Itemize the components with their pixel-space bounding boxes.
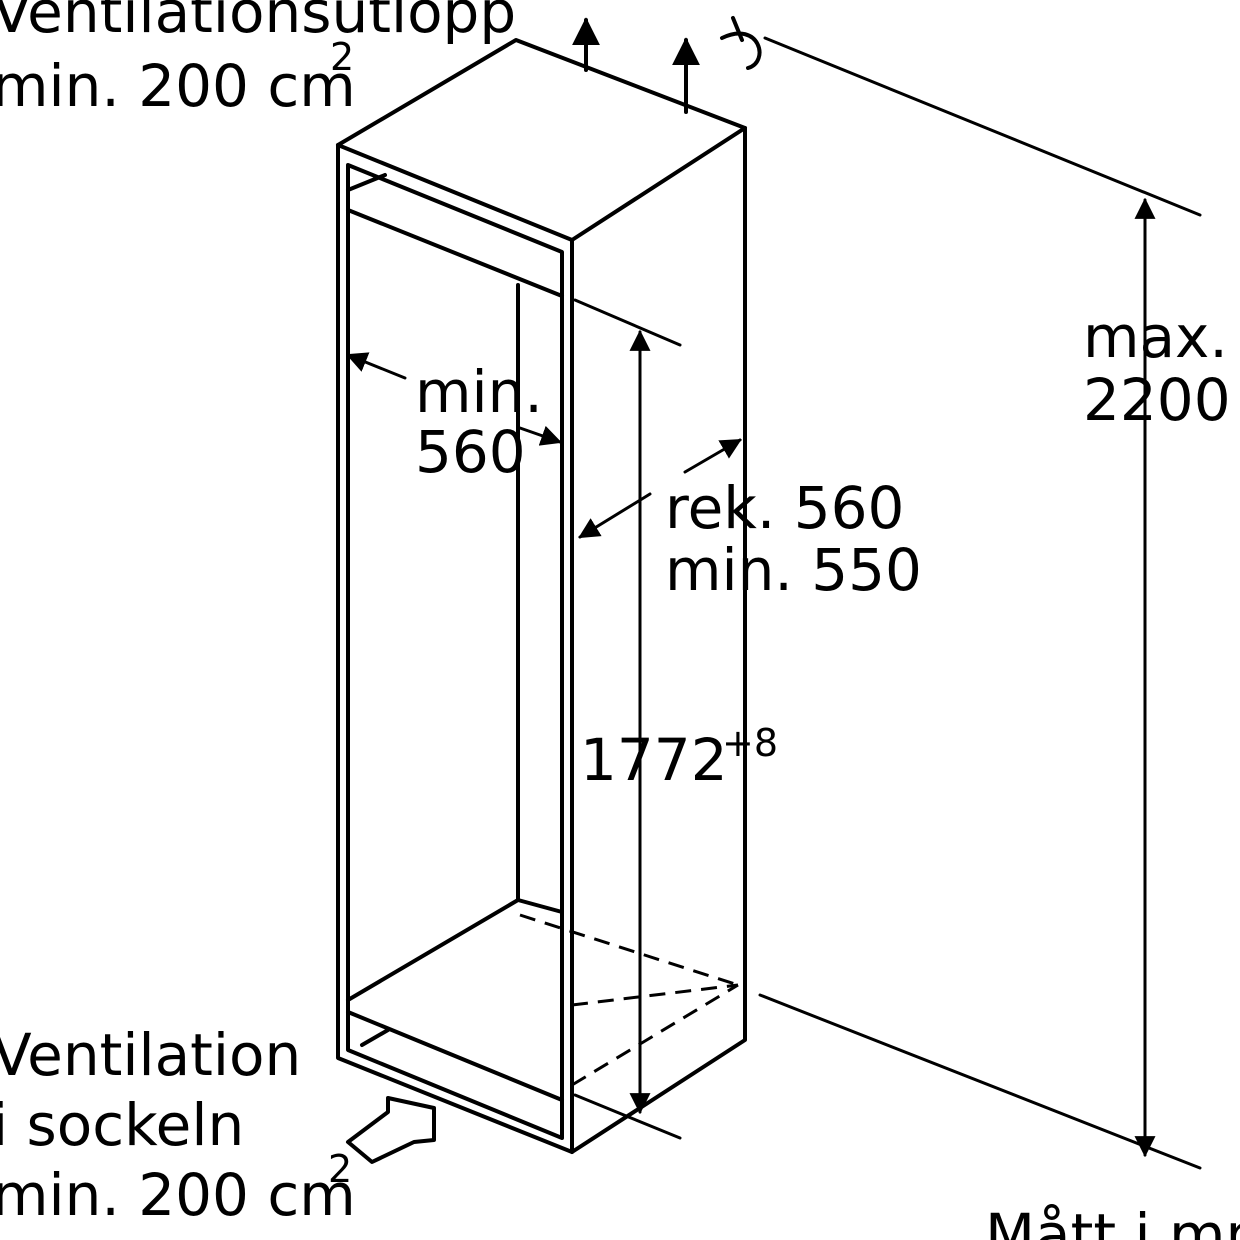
depth-label-1: rek. 560 [665, 474, 904, 542]
max-height-dimension [758, 36, 1202, 1170]
vent-in-arrow-icon [346, 1096, 436, 1164]
vent-out-arrows [572, 16, 762, 114]
depth-label-2: min. 550 [665, 536, 922, 604]
vent-out-label-2: min. 200 cm [0, 52, 356, 120]
max-label-2: 2200 [1083, 366, 1231, 434]
vent-in-unit-sup: 2 [328, 1147, 352, 1191]
niche-height-sup: +8 [722, 721, 778, 765]
niche-width-dimension [346, 352, 562, 446]
max-label-1: max. [1083, 303, 1228, 371]
vent-in-label-3: min. 200 cm [0, 1161, 356, 1229]
vent-in-label-2: i sockeln [0, 1091, 244, 1159]
min-width-label-2: 560 [415, 418, 526, 486]
vent-in-label-1: Ventilation [0, 1021, 301, 1089]
vent-out-label-1: Ventilationsutlopp [0, 0, 516, 46]
units-note: Mått i mm [985, 1201, 1240, 1240]
cabinet-outline [336, 38, 747, 1154]
vent-out-unit-sup: 2 [330, 35, 354, 79]
niche-height-dimension [573, 298, 682, 1140]
niche-height-label: 1772 [580, 726, 728, 794]
depth-dimension [578, 438, 742, 539]
min-width-label-1: min. [415, 358, 543, 426]
